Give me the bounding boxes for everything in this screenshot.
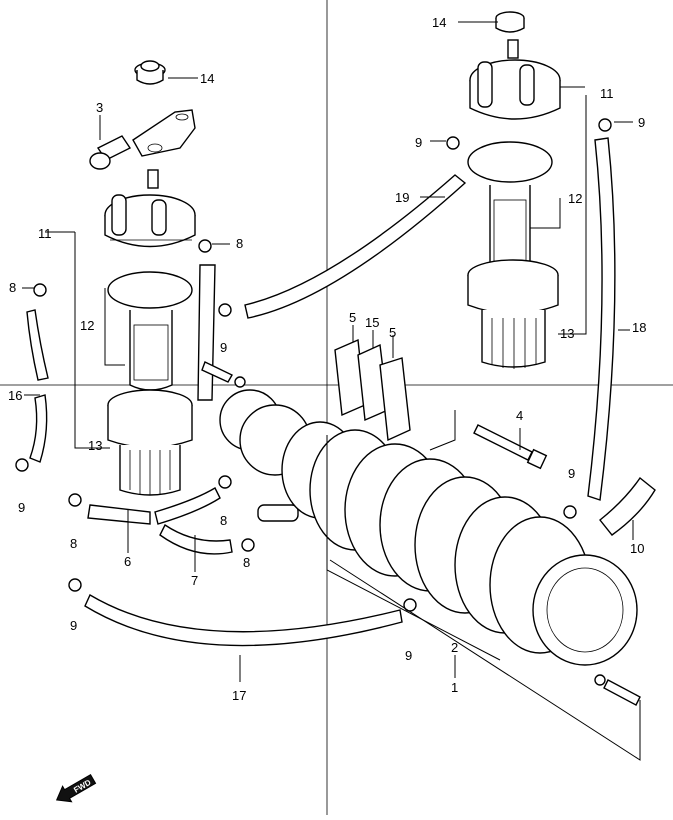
callout-14-right: 14 — [432, 15, 446, 30]
callout-9-b: 9 — [638, 115, 645, 130]
callout-11-right: 11 — [600, 86, 614, 101]
callout-11-left: 11 — [38, 226, 52, 241]
callout-18: 18 — [632, 320, 646, 335]
callout-8-b: 8 — [236, 236, 243, 251]
callout-1: 1 — [451, 680, 458, 695]
bracket-4 — [429, 410, 456, 451]
callout-19: 19 — [395, 190, 409, 205]
hose-19 — [244, 174, 467, 319]
nut-14-left — [134, 60, 166, 85]
callout-10: 10 — [630, 541, 644, 556]
callout-2: 2 — [451, 640, 458, 655]
clip-9-b — [15, 458, 29, 472]
callout-12-right: 12 — [568, 191, 582, 206]
filter-head-11-right — [469, 39, 561, 120]
hose-17 — [84, 594, 403, 647]
bracket-11-13-right — [558, 95, 587, 335]
callout-9-c: 9 — [220, 340, 227, 355]
o-ring-filter-12-left — [107, 271, 193, 391]
bracket-1 — [329, 559, 641, 761]
callout-9-g: 9 — [568, 466, 575, 481]
callout-8-e: 8 — [243, 555, 250, 570]
clip-8-d — [218, 475, 232, 489]
hose-7 — [159, 523, 233, 555]
bracket-12-left — [104, 288, 125, 366]
callout-17: 17 — [232, 688, 246, 703]
callout-6: 6 — [124, 554, 131, 569]
clip-9-c — [68, 578, 82, 592]
callout-5-b: 5 — [389, 325, 396, 340]
bolt-left-small — [201, 361, 246, 388]
callout-9-d: 9 — [18, 500, 25, 515]
callout-15: 15 — [365, 315, 379, 330]
hose-vertical-left — [197, 264, 216, 401]
callout-5-a: 5 — [349, 310, 356, 325]
hose-6 — [87, 504, 151, 525]
bolt-4 — [473, 424, 548, 470]
filter-bowl-13-right — [467, 259, 559, 369]
callout-16: 16 — [8, 388, 22, 403]
callout-14-left: 14 — [200, 71, 214, 86]
clip-8-a — [33, 283, 47, 297]
callout-13-left: 13 — [88, 438, 102, 453]
callout-4: 4 — [516, 408, 523, 423]
callout-9-e: 9 — [70, 618, 77, 633]
hose-short-center — [154, 487, 221, 525]
clip-8-b — [198, 239, 212, 253]
callout-8-a: 8 — [9, 280, 16, 295]
pump-diaphragms — [281, 421, 591, 654]
nut-14-right — [495, 11, 525, 33]
clip-9-a — [218, 303, 232, 317]
clip-9-g — [563, 505, 577, 519]
bracket-11-13-left — [74, 232, 110, 449]
hose-18 — [587, 137, 616, 501]
filter-bowl-13-left — [107, 389, 193, 496]
clip-9-f — [598, 118, 612, 132]
callout-8-d: 8 — [220, 513, 227, 528]
callout-3: 3 — [96, 100, 103, 115]
gaskets-5-15 — [334, 338, 411, 442]
callout-12-left: 12 — [80, 318, 94, 333]
hose-16-lower — [29, 394, 48, 463]
callout-7: 7 — [191, 573, 198, 588]
clip-8-c — [68, 493, 82, 507]
callout-8-c: 8 — [70, 536, 77, 551]
clip-9-e — [446, 136, 460, 150]
pump-cover-front — [532, 554, 638, 666]
bracket-bolt-3 — [89, 109, 196, 170]
filter-head-11-left — [104, 169, 196, 248]
bracket-12-right — [530, 198, 561, 229]
hose-10 — [599, 476, 656, 536]
bracket-2 — [326, 435, 501, 661]
clip-9-d — [403, 598, 417, 612]
o-ring-filter-12-right — [467, 141, 553, 271]
fwd-arrow-icon: FWD — [55, 773, 97, 803]
bolt-1 — [594, 674, 641, 706]
hose-16-upper — [26, 309, 49, 381]
callout-13-right: 13 — [560, 326, 574, 341]
callout-9-a: 9 — [415, 135, 422, 150]
callout-9-f: 9 — [405, 648, 412, 663]
clip-8-e — [241, 538, 255, 552]
